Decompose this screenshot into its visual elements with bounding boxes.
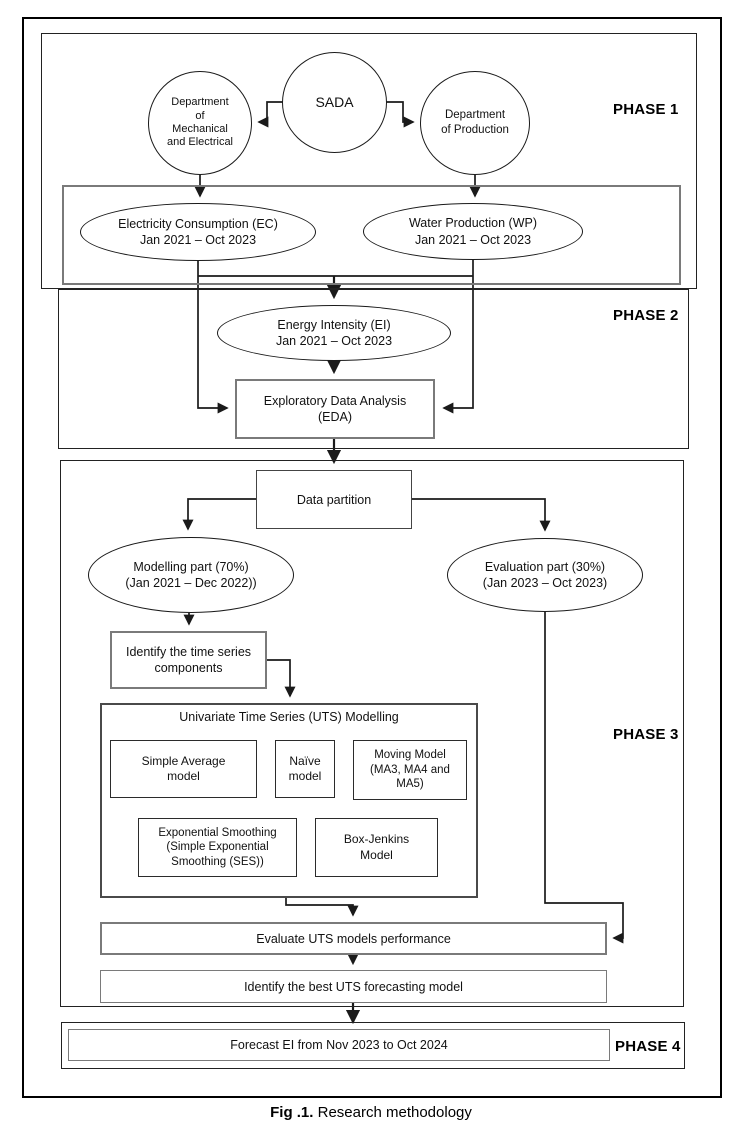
phase4-label: PHASE 4 (615, 1038, 681, 1055)
moving-model-box: Moving Model (MA3, MA4 and MA5) (353, 740, 467, 800)
evaluation-line2: (Jan 2023 – Oct 2023) (482, 576, 608, 590)
exp-smoothing-line2: (Simple Exponential (166, 841, 269, 854)
eda-line1: Exploratory Data Analysis (263, 394, 407, 408)
figure-caption-text: Research methodology (313, 1104, 472, 1121)
identify-best-label: Identify the best UTS forecasting model (244, 979, 463, 994)
evaluation-line1: Evaluation part (30%) (484, 559, 606, 574)
figure-caption: Fig .1. Research methodology (0, 1104, 742, 1121)
moving-line2: (MA3, MA4 and (370, 763, 450, 776)
forecast-label: Forecast EI from Nov 2023 to Oct 2024 (230, 1038, 448, 1052)
evaluate-uts-box: Evaluate UTS models performance (100, 922, 607, 955)
ei-line2: Jan 2021 – Oct 2023 (275, 334, 393, 348)
naive-line2: model (288, 769, 322, 783)
evaluation-part-ellipse: Evaluation part (30%) (Jan 2023 – Oct 20… (447, 538, 643, 612)
phase3-box (60, 460, 684, 1007)
sada-ellipse: SADA (282, 52, 387, 153)
identify-time-series-box: Identify the time series components (110, 631, 267, 689)
ec-line2: Jan 2021 – Oct 2023 (139, 233, 257, 247)
naive-model-box: Naïve model (275, 740, 335, 798)
modelling-line1: Modelling part (70%) (133, 559, 249, 574)
moving-line1: Moving Model (374, 749, 446, 762)
wp-line2: Jan 2021 – Oct 2023 (414, 232, 532, 247)
moving-line3: MA5) (396, 778, 424, 791)
ec-line1: Electricity Consumption (EC) (118, 216, 278, 231)
phase4-box (61, 1022, 685, 1069)
dept-production-ellipse: Department of Production (420, 71, 530, 175)
sada-label: SADA (315, 94, 354, 111)
box-jenkins-box: Box-Jenkins Model (315, 818, 438, 877)
phase3-label: PHASE 3 (613, 726, 679, 743)
exponential-smoothing-box: Exponential Smoothing (Simple Exponentia… (138, 818, 297, 877)
box-jenkins-line1: Box-Jenkins (343, 832, 410, 847)
naive-line1: Naïve (289, 753, 321, 768)
outer-border (22, 17, 722, 1098)
dept-prod-line1: Department (444, 109, 506, 122)
water-production-ellipse: Water Production (WP) Jan 2021 – Oct 202… (363, 203, 583, 260)
electricity-consumption-ellipse: Electricity Consumption (EC) Jan 2021 – … (80, 203, 316, 261)
simple-avg-line2: model (167, 769, 200, 783)
dept-mech-line3: Mechanical (172, 123, 228, 135)
simple-avg-line1: Simple Average (141, 753, 226, 768)
eda-box: Exploratory Data Analysis (EDA) (235, 379, 435, 439)
simple-average-box: Simple Average model (110, 740, 257, 798)
dept-prod-line2: of Production (441, 124, 509, 136)
phase1-box (41, 33, 697, 289)
data-partition-box: Data partition (256, 470, 412, 529)
figure-caption-number: Fig .1. (270, 1104, 314, 1121)
identify-best-box: Identify the best UTS forecasting model (100, 970, 607, 1003)
phase1-label: PHASE 1 (613, 101, 679, 118)
eda-line2: (EDA) (317, 410, 353, 424)
modelling-part-ellipse: Modelling part (70%) (Jan 2021 – Dec 202… (88, 537, 294, 613)
forecast-box: Forecast EI from Nov 2023 to Oct 2024 (68, 1029, 610, 1061)
phase2-box (58, 289, 689, 449)
dept-mech-line1: Department (171, 96, 229, 109)
dept-mech-line2: of (195, 109, 205, 122)
dept-mech-line4: and Electrical (166, 136, 234, 149)
exp-smoothing-line1: Exponential Smoothing (158, 826, 277, 839)
identify-ts-line2: components (154, 661, 223, 675)
box-jenkins-line2: Model (360, 847, 393, 862)
dept-mechanical-ellipse: Department of Mechanical and Electrical (148, 71, 252, 175)
uts-modelling-title: Univariate Time Series (UTS) Modelling (179, 710, 399, 724)
evaluate-uts-label: Evaluate UTS models performance (256, 931, 451, 946)
data-partition-label: Data partition (296, 492, 372, 507)
exp-smoothing-line3: Smoothing (SES)) (171, 855, 264, 868)
wp-line1: Water Production (WP) (408, 216, 538, 231)
data-collection-box (62, 185, 681, 285)
identify-ts-line1: Identify the time series (125, 645, 252, 659)
ei-line1: Energy Intensity (EI) (277, 317, 391, 332)
modelling-line2: (Jan 2021 – Dec 2022)) (125, 576, 257, 590)
energy-intensity-ellipse: Energy Intensity (EI) Jan 2021 – Oct 202… (217, 305, 451, 361)
phase2-label: PHASE 2 (613, 307, 679, 324)
